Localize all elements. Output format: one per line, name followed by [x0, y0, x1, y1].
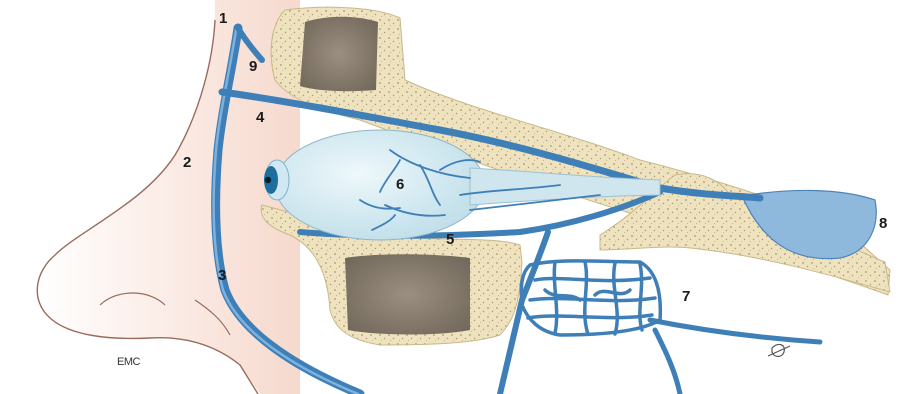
- pterygoid-plexus: [521, 261, 660, 335]
- label-9: 9: [249, 59, 257, 74]
- pupil: [265, 177, 271, 183]
- label-1: 1: [219, 11, 227, 26]
- label-3: 3: [218, 268, 226, 283]
- eyeball: [275, 130, 485, 240]
- plexus-lower-vein: [655, 330, 680, 394]
- maxillary-sinus: [345, 254, 470, 334]
- signature-glyph: [768, 345, 790, 357]
- label-5: 5: [446, 232, 454, 247]
- frontal-sinus: [300, 17, 378, 91]
- label-8: 8: [879, 216, 887, 231]
- plexus-outflow-vein: [650, 320, 820, 342]
- label-6: 6: [396, 177, 404, 192]
- artist-signature: EMC: [117, 356, 140, 368]
- label-7: 7: [682, 289, 690, 304]
- label-4: 4: [256, 110, 264, 125]
- label-2: 2: [183, 155, 191, 170]
